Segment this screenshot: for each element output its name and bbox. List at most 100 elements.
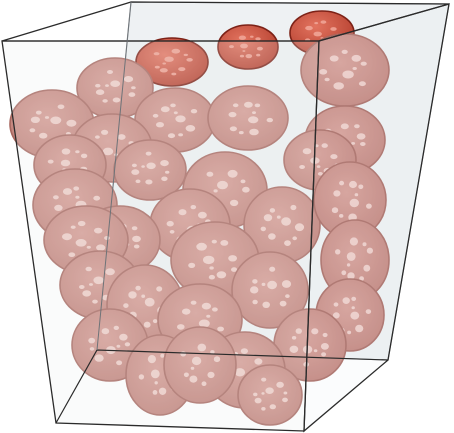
fat-spot [292,236,298,241]
salami-slice [113,139,187,201]
fat-spot [105,268,115,276]
salami-slice [313,161,387,239]
fat-spot [57,104,65,110]
fat-spot [354,193,359,197]
fat-spot [212,307,218,312]
fat-spot [276,381,284,388]
fat-spot [92,299,98,304]
fat-spot [261,377,267,382]
fat-spot [177,324,185,330]
fat-spot [35,110,42,115]
fat-spot [206,314,211,318]
fat-spot [294,223,305,232]
fat-spot [207,371,215,379]
fat-spot [116,360,123,366]
fat-spot [95,83,101,88]
fat-spot [94,354,104,362]
fat-spot [178,67,186,72]
fat-spot [75,239,87,247]
fat-spot [279,300,287,307]
fat-spot [248,116,259,124]
fat-spot [70,225,76,229]
fat-spot [267,280,277,290]
fat-spot [191,356,202,366]
fat-spot [53,195,59,200]
fat-spot [138,374,145,380]
fat-spot [116,344,121,348]
salami-slice [163,326,237,404]
fat-spot [234,368,246,377]
fat-spot [216,271,227,279]
fat-spot [164,56,174,62]
fat-spot [283,391,288,395]
fat-spot [183,53,188,57]
fat-spot [349,180,357,189]
fat-spot [131,86,136,90]
fat-spot [160,160,169,167]
fat-spot [62,233,72,241]
fat-spot [240,179,246,184]
fat-spot [95,89,105,95]
fat-spot [360,61,367,66]
fat-spot [201,302,211,310]
fat-spot [302,148,312,155]
fat-spot [351,306,355,310]
fat-spot [351,54,362,62]
fat-spot [252,111,256,114]
fat-spot [305,25,313,31]
fat-spot [68,252,76,257]
fat-spot [249,128,259,136]
fat-spot [88,337,96,344]
fat-spot [333,82,345,90]
fat-spot [178,133,184,137]
fat-spot [160,353,165,358]
fat-spot [319,69,328,75]
fat-spot [232,103,239,108]
fat-spot [269,208,276,213]
fat-spot [80,153,88,159]
fat-spot [262,301,271,308]
fat-spot [113,325,120,330]
fat-spot [352,67,357,70]
fat-spot [341,49,348,55]
fat-spot [152,113,159,118]
fat-spot [363,264,371,272]
fat-spot [75,195,80,199]
fat-spot [169,230,175,234]
fat-spot [183,372,189,378]
fat-spot [102,99,108,103]
fat-spot [340,123,349,130]
top-salami-slice [217,24,279,70]
fat-spot [276,215,281,219]
fat-spot [152,390,158,395]
fat-spot [47,159,54,164]
fat-spot [79,285,85,289]
fat-spot [160,106,170,113]
fat-spot [217,180,228,190]
fat-spot [311,328,319,335]
fat-spot [30,116,40,124]
fat-spot [185,125,196,132]
fat-spot [86,245,91,249]
fat-spot [317,172,323,176]
fat-spot [240,43,248,49]
fat-spot [346,252,356,261]
fat-spot [95,135,100,139]
fat-spot [290,204,297,211]
fat-spot [85,266,92,272]
fat-spot [156,286,163,292]
fat-spot [77,220,86,227]
fat-spot [342,297,350,304]
fat-spot [144,297,155,307]
fat-spot [238,35,246,40]
fat-spot [44,116,50,119]
fat-spot [147,355,156,364]
fat-spot [141,294,146,298]
fat-spot [321,352,327,357]
fat-spot [229,126,237,132]
fat-spot [198,319,210,328]
fat-spot [165,170,170,174]
fat-spot [366,203,372,209]
fat-spot [339,214,344,218]
